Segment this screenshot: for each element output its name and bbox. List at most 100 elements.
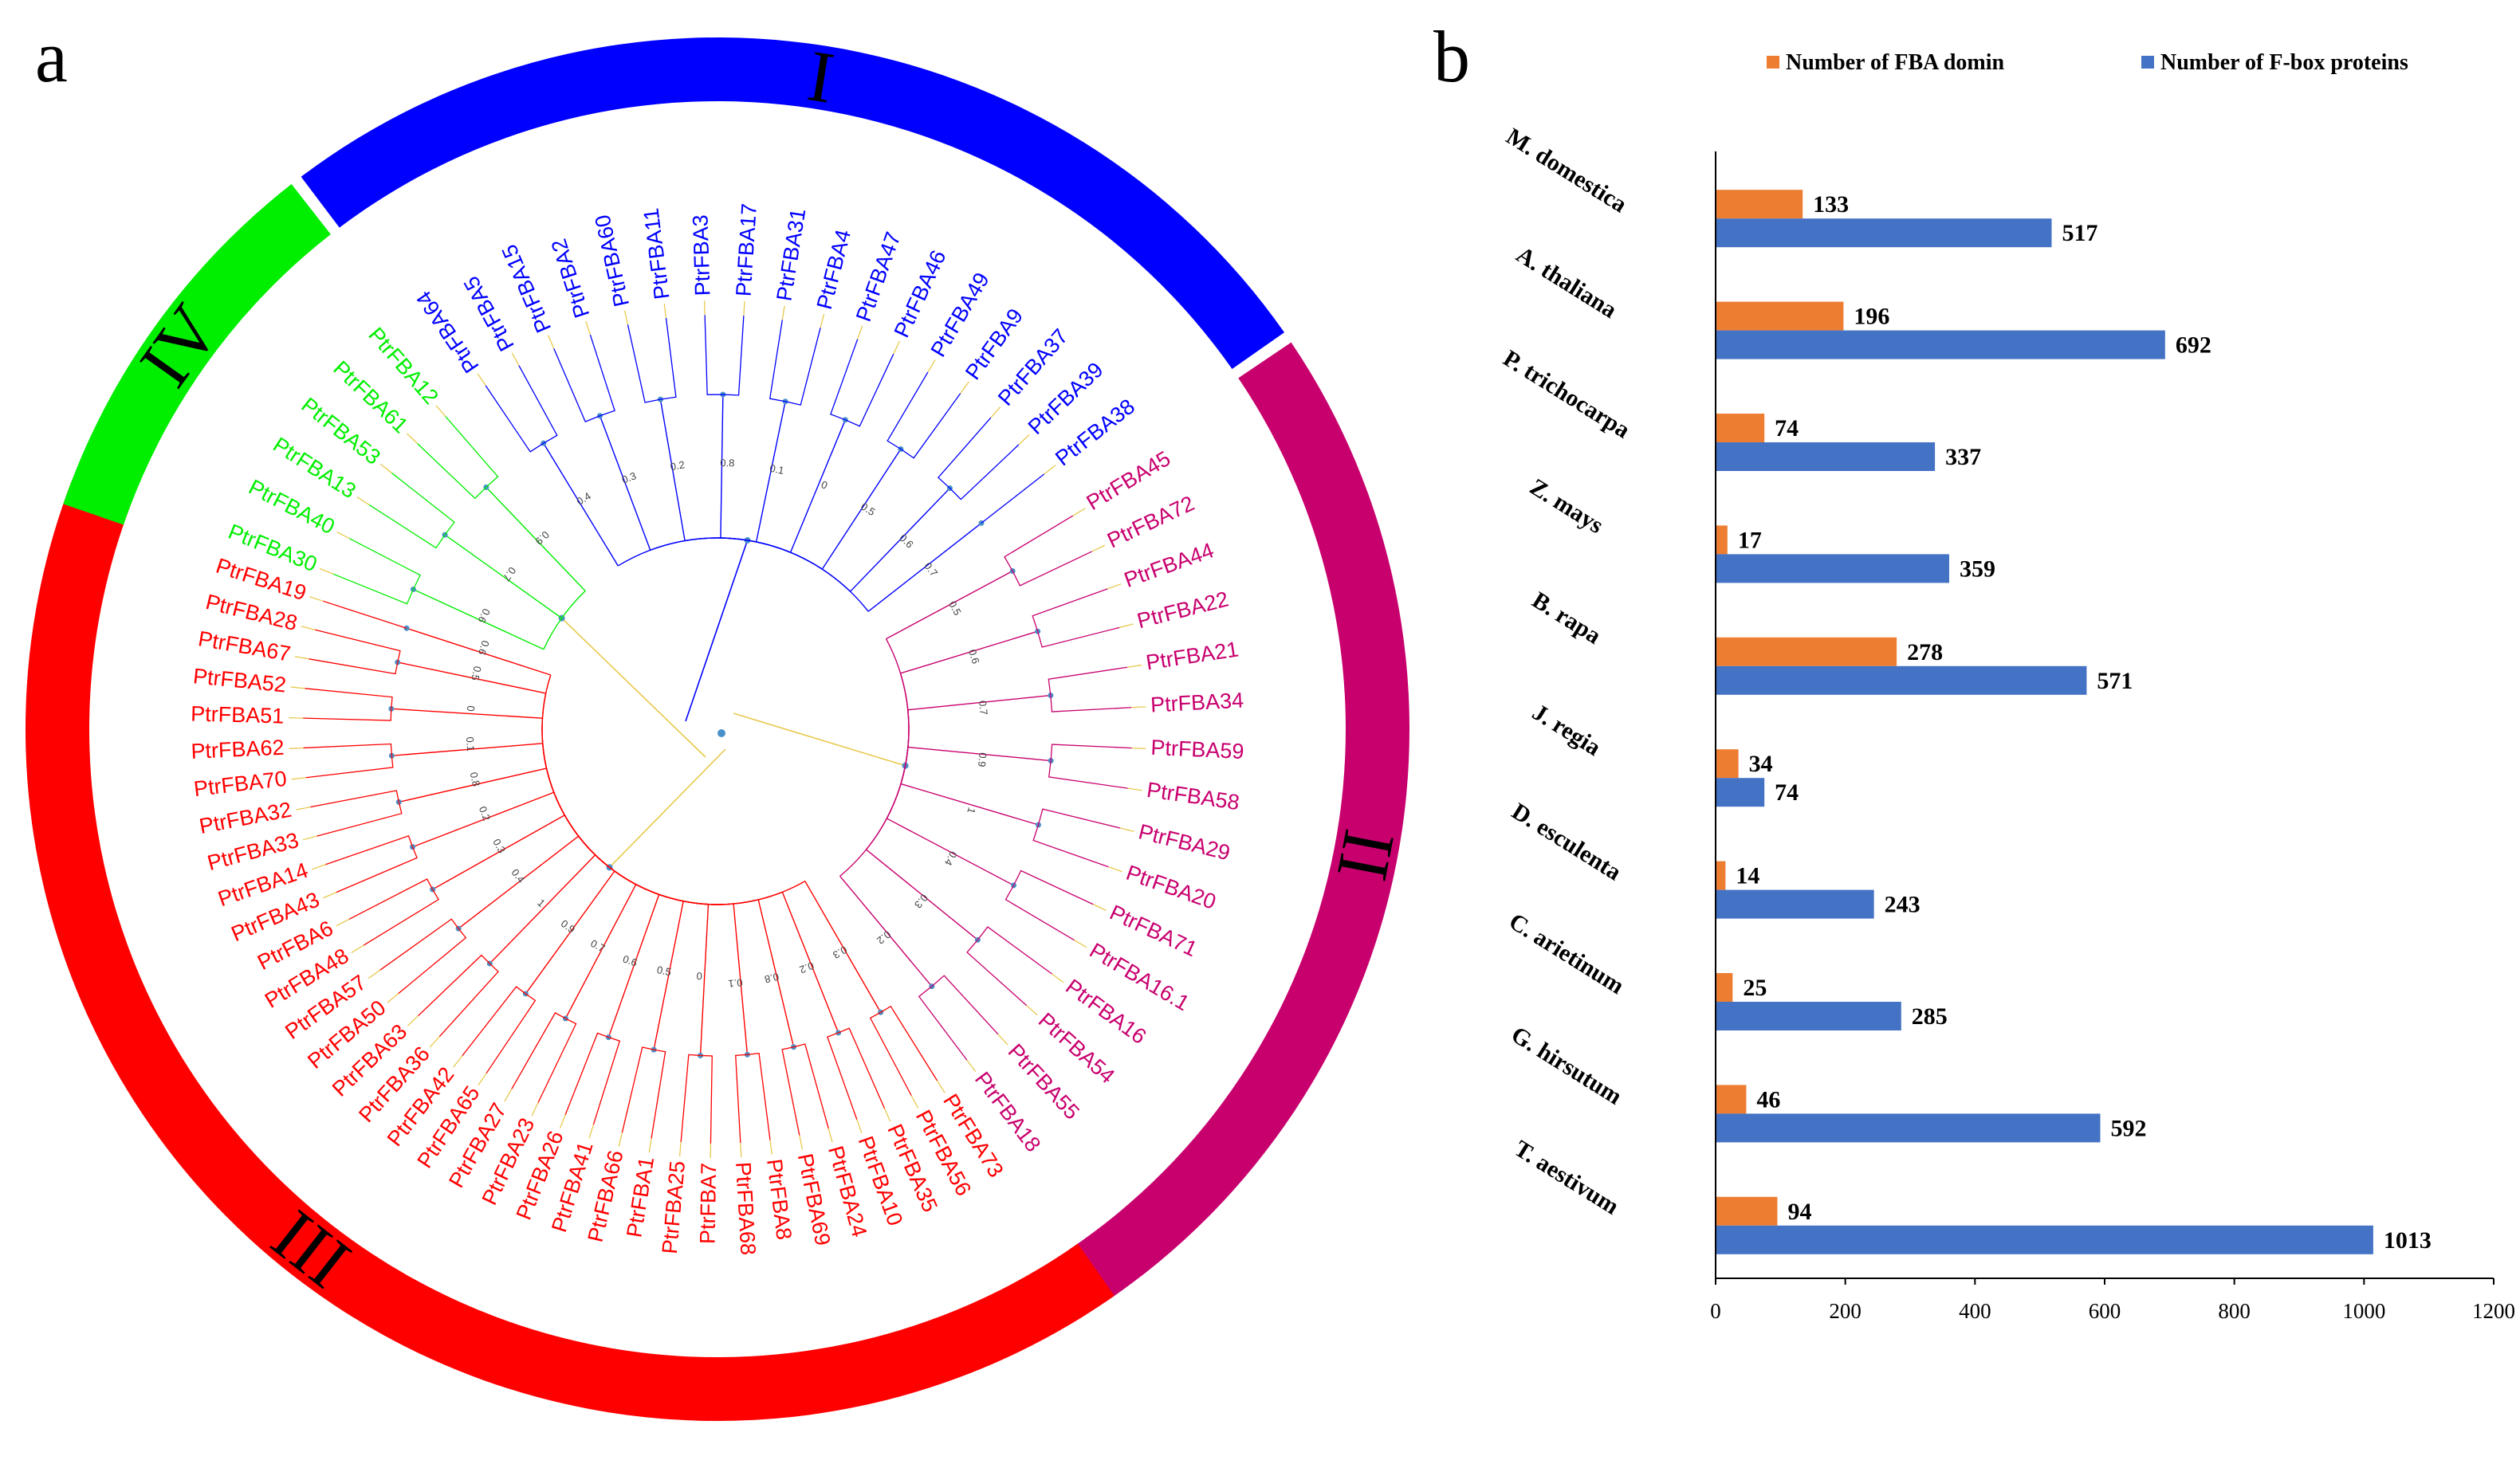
bar-value-label: 592 xyxy=(2110,1115,2146,1141)
tree-branch xyxy=(900,630,1038,674)
tree-leaf-label: PtrFBA62 xyxy=(191,736,285,763)
category-label: Z. mays xyxy=(1525,473,1608,539)
tree-branch xyxy=(793,1043,829,1129)
category-label: T. aestivum xyxy=(1510,1135,1624,1219)
support-value: 0.3 xyxy=(831,944,849,961)
support-value: 0.2 xyxy=(875,928,893,947)
tree-branch xyxy=(804,881,882,1013)
tree-branch-tip xyxy=(857,325,863,340)
tree-branch xyxy=(747,540,791,553)
tree-branch xyxy=(518,365,558,444)
support-value: 0.3 xyxy=(490,837,508,855)
tree-branch-tip xyxy=(910,1095,919,1109)
tree-branch xyxy=(1037,808,1121,829)
tree-branch xyxy=(949,444,1020,500)
tree-branch xyxy=(685,540,749,722)
tree-branch xyxy=(931,975,999,1035)
tree-leaf-label: PtrFBA29 xyxy=(1136,819,1232,865)
tree-branch xyxy=(323,600,407,629)
bar-value-label: 74 xyxy=(1775,415,1799,442)
tree-branch-tip xyxy=(585,320,592,336)
clade-ring-III xyxy=(25,481,1115,1421)
clade-ring-IV xyxy=(63,184,331,525)
support-value: 0.4 xyxy=(574,490,592,508)
bar-fba-domain xyxy=(1716,190,1803,219)
tree-branch xyxy=(564,1032,609,1115)
tree-branch xyxy=(659,399,686,541)
category-label: C. arietinum xyxy=(1504,908,1629,999)
tree-leaf-label: PtrFBA22 xyxy=(1134,587,1231,633)
tree-branch xyxy=(397,661,546,694)
bar-fbox-proteins xyxy=(1716,1113,2101,1143)
tree-branch xyxy=(650,537,748,551)
tree-branch xyxy=(541,674,610,868)
bar-fbox-proteins xyxy=(1716,330,2165,359)
tree-branch xyxy=(416,442,487,500)
support-value: 0.6 xyxy=(476,606,493,625)
support-value: 0.5 xyxy=(859,500,877,518)
tree-branch-tip xyxy=(296,807,311,810)
support-value: 0 xyxy=(465,705,477,712)
chart-legend: Number of FBA domin Number of F-box prot… xyxy=(1767,50,2408,75)
bar-fbox-proteins xyxy=(1716,889,1874,919)
tree-branch xyxy=(537,1018,577,1104)
tree-branch xyxy=(609,866,759,905)
tree-branch-tip xyxy=(478,1073,487,1086)
tree-leaf-label: PtrFBA7 xyxy=(696,1163,721,1245)
tree-branch xyxy=(485,385,544,453)
tree-branch xyxy=(486,486,586,591)
tree-branch xyxy=(553,347,600,422)
tree-branch xyxy=(720,394,724,539)
bar-fbox-proteins xyxy=(1716,1225,2373,1254)
tree-leaf-label: PtrFBA11 xyxy=(639,206,674,300)
tree-branch xyxy=(733,904,749,1055)
tree-branch xyxy=(621,1046,655,1133)
tree-branch xyxy=(735,1054,748,1144)
tree-branch xyxy=(757,899,795,1047)
tree-branch-tip xyxy=(799,1135,804,1150)
support-value: 0.6 xyxy=(621,952,639,968)
tree-branch-tip xyxy=(407,1015,419,1026)
tree-branch-tip xyxy=(828,1128,833,1143)
tree-branch-tip xyxy=(511,352,520,366)
tree-leaf-label: PtrFBA67 xyxy=(196,626,292,665)
tree-branch-tip xyxy=(1131,706,1146,708)
tree-branch-tip xyxy=(937,1080,945,1093)
tree-branch xyxy=(1012,551,1093,587)
tree-branch xyxy=(303,743,392,756)
support-value: 0.7 xyxy=(977,700,990,716)
tree-branch xyxy=(438,963,499,1038)
tree-branch xyxy=(886,818,1014,886)
tree-branch xyxy=(391,472,455,536)
legend-label-fbox: Number of F-box proteins xyxy=(2160,50,2408,75)
tree-leaf-label: PtrFBA34 xyxy=(1150,689,1244,717)
tree-branch-tip xyxy=(703,300,706,316)
legend-swatch-fba xyxy=(1767,56,1779,69)
bar-fbox-proteins xyxy=(1716,1002,1901,1030)
tree-branch xyxy=(720,537,748,541)
tree-branch xyxy=(609,866,659,896)
panel-b-label: b xyxy=(1433,16,1470,97)
bar-value-label: 196 xyxy=(1854,304,1889,330)
tree-branch-tip xyxy=(312,864,326,870)
x-tick-label: 0 xyxy=(1710,1299,1721,1323)
tree-branch xyxy=(907,746,1052,762)
tree-branch-tip xyxy=(1127,664,1142,668)
tree-branch-tip xyxy=(435,405,446,417)
tree-branch xyxy=(303,708,392,721)
tree-branch xyxy=(543,618,563,650)
tree-branch xyxy=(887,371,929,450)
tree-branch-tip xyxy=(856,1119,863,1133)
bar-fba-domain xyxy=(1716,973,1733,1002)
tree-branch xyxy=(1032,588,1108,632)
bar-fba-domain xyxy=(1716,637,1897,666)
tree-branch xyxy=(830,339,859,421)
tree-branch xyxy=(704,315,723,395)
tree-branch xyxy=(827,1032,858,1120)
tree-branch xyxy=(525,870,615,995)
bar-value-label: 359 xyxy=(1960,555,1995,582)
support-value: 0.3 xyxy=(912,892,930,910)
support-value: 0.8 xyxy=(468,771,483,787)
tree-branch-tip xyxy=(453,1055,463,1068)
category-label: J. regia xyxy=(1527,699,1606,761)
